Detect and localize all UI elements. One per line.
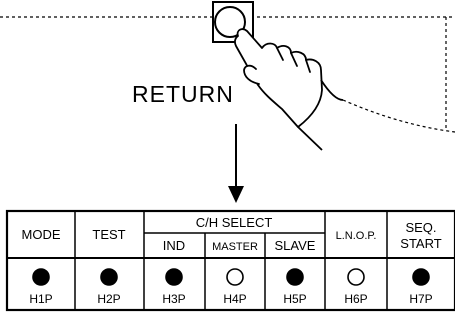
pointer-arrow-icon <box>228 186 244 203</box>
header-master: MASTER <box>212 241 258 253</box>
indicator-lamp-h5p <box>286 268 304 286</box>
indicator-code-h1p: H1P <box>29 292 52 306</box>
header-start: START <box>400 236 441 251</box>
hand-wrist-line <box>297 126 323 151</box>
indicator-lamp-h3p <box>165 268 183 286</box>
indicator-code-h6p: H6P <box>344 292 367 306</box>
indicator-lamp-h1p <box>32 268 50 286</box>
indicator-code-h5p: H5P <box>283 292 306 306</box>
dashed-curve-edge <box>342 99 455 133</box>
return-label: RETURN <box>132 81 234 107</box>
indicator-code-h4p: H4P <box>223 292 246 306</box>
header-mode: MODE <box>22 227 61 242</box>
indicator-code-h3p: H3P <box>162 292 185 306</box>
header-lnop: L.N.O.P. <box>336 230 377 242</box>
pressing-hand-icon <box>234 28 323 128</box>
indicator-lamp-h4p <box>226 268 244 286</box>
indicator-lamp-h6p <box>347 268 365 286</box>
indicator-lamp-h7p <box>412 268 430 286</box>
header-ch-select: C/H SELECT <box>196 215 273 230</box>
indicator-code-h7p: H7P <box>409 292 432 306</box>
header-test: TEST <box>92 227 125 242</box>
header-ind: IND <box>163 238 185 253</box>
return-button-icon <box>214 6 246 38</box>
panel-grid <box>5 209 455 312</box>
indicator-lamps: H1P H2P H3P H4P H5P H6P H7P <box>29 268 433 306</box>
indicator-code-h2p: H2P <box>97 292 120 306</box>
header-seq: SEQ. <box>405 220 436 235</box>
header-slave: SLAVE <box>275 238 316 253</box>
hand-cuff-line <box>320 79 344 101</box>
indicator-lamp-h2p <box>100 268 118 286</box>
